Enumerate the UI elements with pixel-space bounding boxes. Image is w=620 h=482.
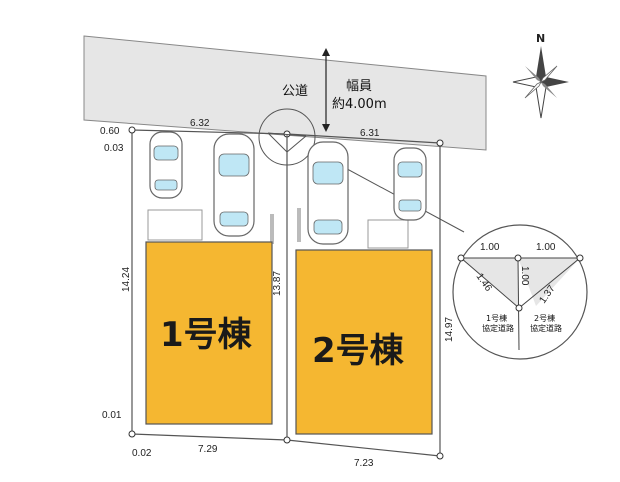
parking-spot: [297, 208, 301, 242]
car-icon: [307, 141, 349, 245]
dim-bottom-left: 7.29: [198, 444, 218, 455]
parking-spot: [147, 209, 203, 241]
compass-north-label: N: [536, 32, 545, 45]
dim-right-side: 14.97: [444, 317, 455, 342]
building-1-label: 1号棟: [160, 315, 253, 355]
detail-vertical: 1.00: [519, 266, 530, 286]
car-icon: [149, 131, 183, 199]
car-icon: [393, 147, 427, 221]
building-2: [295, 249, 433, 435]
road-width-label: 幅員: [346, 79, 372, 94]
road-width-value: 約4.00m: [332, 97, 387, 112]
detail-label-2b: 協定道路: [530, 323, 562, 333]
dim-top-corner-1: 0.60: [100, 126, 120, 137]
dim-top-right: 6.31: [360, 128, 380, 139]
parking-spot: [367, 219, 409, 249]
compass-rose-icon: [512, 46, 569, 119]
building-1: [145, 241, 273, 425]
car-icon: [213, 133, 255, 237]
road-label: 公道: [282, 84, 308, 99]
parking-spot: [270, 214, 274, 244]
dim-top-left: 6.32: [190, 118, 210, 129]
detail-label-2: 2号棟: [534, 313, 555, 323]
corner-cut-lines: [267, 132, 307, 153]
road-width-arrow: [322, 48, 330, 132]
dim-bottom-corner-2: 0.02: [132, 448, 152, 459]
detail-label-1: 1号棟: [486, 313, 507, 323]
dim-top-corner-2: 0.03: [104, 143, 124, 154]
detail-top-left: 1.00: [480, 242, 500, 253]
dim-bottom-corner-1: 0.01: [102, 410, 122, 421]
dim-left-side: 14.24: [121, 267, 132, 292]
detail-label-1b: 協定道路: [482, 323, 514, 333]
corner-cut-circle: [258, 108, 316, 166]
dim-middle: 13.87: [272, 271, 283, 296]
lot-corner-markers: [128, 126, 444, 460]
detail-top-right: 1.00: [536, 242, 556, 253]
road-area: [83, 35, 487, 151]
corner-detail-inset: [452, 224, 588, 360]
building-2-label: 2号棟: [312, 331, 405, 371]
dim-bottom-right: 7.23: [354, 458, 374, 469]
